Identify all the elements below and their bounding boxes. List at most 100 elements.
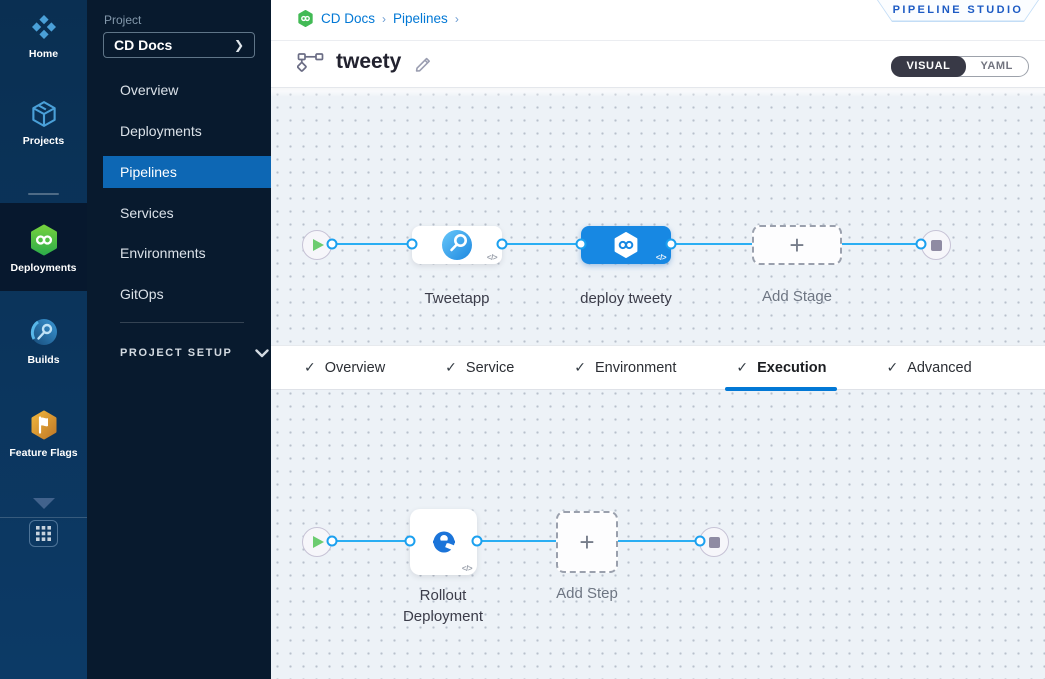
harness-home-icon [31,15,56,39]
tab-label: Environment [595,359,677,376]
ci-circle-icon [30,319,57,345]
grid-apps-icon [36,526,51,541]
pipeline-title-row: tweety [297,50,433,74]
rail-item-deployments[interactable]: Deployments [0,224,87,274]
sidebar-item-services[interactable]: Services [87,197,271,229]
pipeline-icon [297,52,324,72]
connector-port[interactable] [694,535,706,547]
pipeline-name: tweety [336,50,402,73]
rail-divider [28,193,59,195]
rail-label: Projects [22,135,65,147]
step-connector [477,540,556,542]
tab-label: Advanced [907,359,972,376]
tab-overview[interactable]: ✓ Overview [300,345,389,390]
add-stage-node[interactable]: + [752,225,842,265]
step-connector [618,540,700,542]
sidebar-item-gitops[interactable]: GitOps [87,278,271,310]
breadcrumb-link-pipelines[interactable]: Pipelines [393,11,448,26]
connector-port[interactable] [496,238,508,250]
step-connector [317,540,410,542]
pipeline-studio-badge: PIPELINE STUDIO [877,0,1039,22]
connector-port[interactable] [326,535,338,547]
rail-label: Home [28,48,59,60]
stage-config-tabs: ✓ Overview ✓ Service ✓ Environment ✓ Exe… [271,345,1045,391]
connector-port[interactable] [404,535,416,547]
sidebar-item-label: Services [120,205,174,221]
toggle-yaml[interactable]: YAML [980,60,1013,72]
sidebar-item-label: Deployments [120,123,202,139]
sidebar-item-deployments[interactable]: Deployments [87,115,271,147]
connector-port[interactable] [665,238,677,250]
code-badge[interactable]: </> [461,564,473,573]
feature-flags-icon [31,410,56,440]
edit-pencil-icon[interactable] [413,52,433,72]
add-stage-label[interactable]: Add Stage [761,288,833,305]
sidebar-item-label: Environments [120,245,206,261]
rail-bottom-divider [0,517,87,518]
connector-port[interactable] [406,238,418,250]
module-rail: Home Projects Deploymen [0,0,87,679]
project-name: CD Docs [114,37,173,53]
chevron-down-icon [254,348,269,357]
connector-port[interactable] [326,238,338,250]
connector-port[interactable] [575,238,587,250]
stage-node-tweetapp[interactable]: </> [412,226,502,264]
project-label: Project [104,13,142,27]
tab-execution[interactable]: ✓ Execution [725,345,838,391]
sidebar-item-label: Pipelines [120,164,177,180]
stage-node-deploy-tweety[interactable]: </> [581,226,671,264]
header-divider [271,40,1045,41]
breadcrumb-separator: › [454,11,459,26]
stage-label[interactable]: deploy tweety [580,290,672,307]
project-selector[interactable]: CD Docs ❯ [103,32,255,58]
breadcrumb: CD Docs › Pipelines › [297,10,459,27]
check-icon: ✓ [736,359,749,375]
grid-apps-button[interactable] [29,520,58,547]
step-node-rollout-deployment[interactable]: </> [410,509,477,575]
ci-stage-icon [442,230,472,260]
project-setup-toggle[interactable]: PROJECT SETUP [120,347,269,359]
check-icon: ✓ [445,359,457,375]
visual-yaml-toggle[interactable]: VISUAL YAML [890,56,1029,77]
plus-icon: + [789,230,805,260]
rail-item-builds[interactable]: Builds [0,316,87,366]
sidebar-item-overview[interactable]: Overview [87,74,271,106]
play-icon [313,536,324,548]
tab-advanced[interactable]: ✓ Advanced [882,345,975,390]
chevron-down-icon[interactable] [33,498,55,509]
connector-port[interactable] [915,238,927,250]
code-badge[interactable]: </> [486,253,498,262]
code-badge[interactable]: </> [655,253,667,262]
rollout-icon [432,531,458,553]
connector-port[interactable] [471,535,483,547]
stage-connector [317,243,412,245]
sidebar-divider [120,322,244,323]
breadcrumb-separator: › [382,11,387,26]
rail-item-feature-flags[interactable]: Feature Flags [0,409,87,459]
tab-environment[interactable]: ✓ Environment [570,345,680,390]
sidebar-item-pipelines[interactable]: Pipelines [103,156,271,188]
projects-cube-icon [31,101,56,127]
breadcrumb-link-project[interactable]: CD Docs [321,11,376,26]
rail-label: Feature Flags [9,447,78,459]
rail-item-projects[interactable]: Projects [0,99,87,147]
cd-hexagon-icon [30,224,57,256]
stage-connector [502,243,581,245]
check-icon: ✓ [304,359,316,375]
tab-service[interactable]: ✓ Service [441,345,518,390]
cd-module-icon [298,10,313,27]
plus-icon: + [579,527,595,557]
play-icon [313,239,324,251]
step-label[interactable]: Rollout Deployment [402,587,484,625]
stage-connector [842,243,936,245]
toggle-visual[interactable]: VISUAL [890,56,967,77]
tab-label: Service [465,359,515,376]
add-step-label[interactable]: Add Step [556,585,618,602]
rail-item-home[interactable]: Home [0,12,87,60]
sidebar-item-environments[interactable]: Environments [87,237,271,269]
project-sidebar: Project CD Docs ❯ Overview Deployments P… [87,0,271,679]
stage-connector [671,243,752,245]
stage-label[interactable]: Tweetapp [424,290,490,307]
add-step-node[interactable]: + [556,511,618,573]
